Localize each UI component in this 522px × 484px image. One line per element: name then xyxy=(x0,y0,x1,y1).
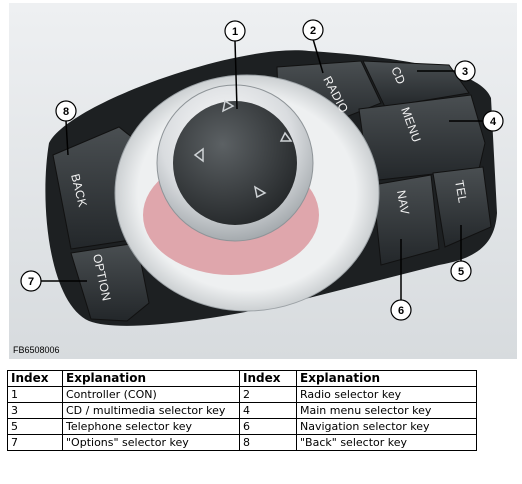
option-key xyxy=(70,242,150,322)
cell-index: 1 xyxy=(7,386,63,403)
header-explanation-2: Explanation xyxy=(296,370,477,387)
controller-knob xyxy=(173,101,297,225)
arrow-down-icon xyxy=(253,185,267,199)
cell-explanation: "Options" selector key xyxy=(62,434,240,451)
cell-explanation: Controller (CON) xyxy=(62,386,240,403)
cell-explanation: "Back" selector key xyxy=(296,434,477,451)
callout-8: 8 xyxy=(55,100,77,122)
header-explanation-1: Explanation xyxy=(62,370,240,387)
svg-text:7: 7 xyxy=(28,276,34,288)
controller-figure: RADIO CD MENU NAV TEL BACK OPTION 1 2 3 … xyxy=(9,3,517,359)
svg-text:3: 3 xyxy=(462,66,468,78)
cell-index: 7 xyxy=(7,434,63,451)
nav-key xyxy=(372,174,440,266)
table-row: 5 Telephone selector key 6 Navigation se… xyxy=(7,418,477,435)
arrow-up-icon xyxy=(221,99,235,113)
cell-explanation: Main menu selector key xyxy=(296,402,477,419)
callout-2: 2 xyxy=(302,19,324,41)
legend-table: Index Explanation Index Explanation 1 Co… xyxy=(7,370,477,451)
legend-table-wrapper: Index Explanation Index Explanation 1 Co… xyxy=(7,370,477,451)
cell-index: 3 xyxy=(7,402,63,419)
cd-key-label: CD xyxy=(388,65,408,87)
callout-4: 4 xyxy=(482,110,504,132)
cell-index: 2 xyxy=(239,386,297,403)
cell-index: 5 xyxy=(7,418,63,435)
cell-index: 8 xyxy=(239,434,297,451)
svg-text:2: 2 xyxy=(310,25,316,37)
callout-7: 7 xyxy=(20,270,42,292)
svg-text:5: 5 xyxy=(458,266,464,278)
callout-line-1 xyxy=(234,40,238,110)
cell-explanation: Telephone selector key xyxy=(62,418,240,435)
table-row: 3 CD / multimedia selector key 4 Main me… xyxy=(7,402,477,419)
cell-explanation: CD / multimedia selector key xyxy=(62,402,240,419)
svg-text:4: 4 xyxy=(490,116,497,128)
table-header-row: Index Explanation Index Explanation xyxy=(7,370,477,387)
tel-key xyxy=(432,166,492,248)
arrow-left-icon xyxy=(193,147,204,163)
cell-explanation: Radio selector key xyxy=(296,386,477,403)
figure-code: FB6508006 xyxy=(13,345,60,355)
tel-key-label: TEL xyxy=(452,179,470,204)
cd-key xyxy=(362,60,470,108)
controller-illustration: RADIO CD MENU NAV TEL BACK OPTION 1 2 3 … xyxy=(9,3,517,359)
header-index-1: Index xyxy=(7,370,63,387)
cell-index: 4 xyxy=(239,402,297,419)
arrow-right-icon xyxy=(279,131,293,142)
callout-5: 5 xyxy=(450,260,472,282)
callout-line-8 xyxy=(65,120,69,156)
callout-3: 3 xyxy=(454,60,476,82)
header-index-2: Index xyxy=(239,370,297,387)
nav-key-label: NAV xyxy=(394,189,412,216)
svg-text:8: 8 xyxy=(63,106,69,118)
callout-6: 6 xyxy=(390,299,412,321)
callout-line-2 xyxy=(312,38,324,74)
cell-index: 6 xyxy=(239,418,297,435)
table-row: 7 "Options" selector key 8 "Back" select… xyxy=(7,434,477,451)
callout-1: 1 xyxy=(224,20,246,42)
svg-text:1: 1 xyxy=(232,26,238,38)
svg-text:6: 6 xyxy=(398,305,404,317)
table-row: 1 Controller (CON) 2 Radio selector key xyxy=(7,386,477,403)
cell-explanation: Navigation selector key xyxy=(296,418,477,435)
